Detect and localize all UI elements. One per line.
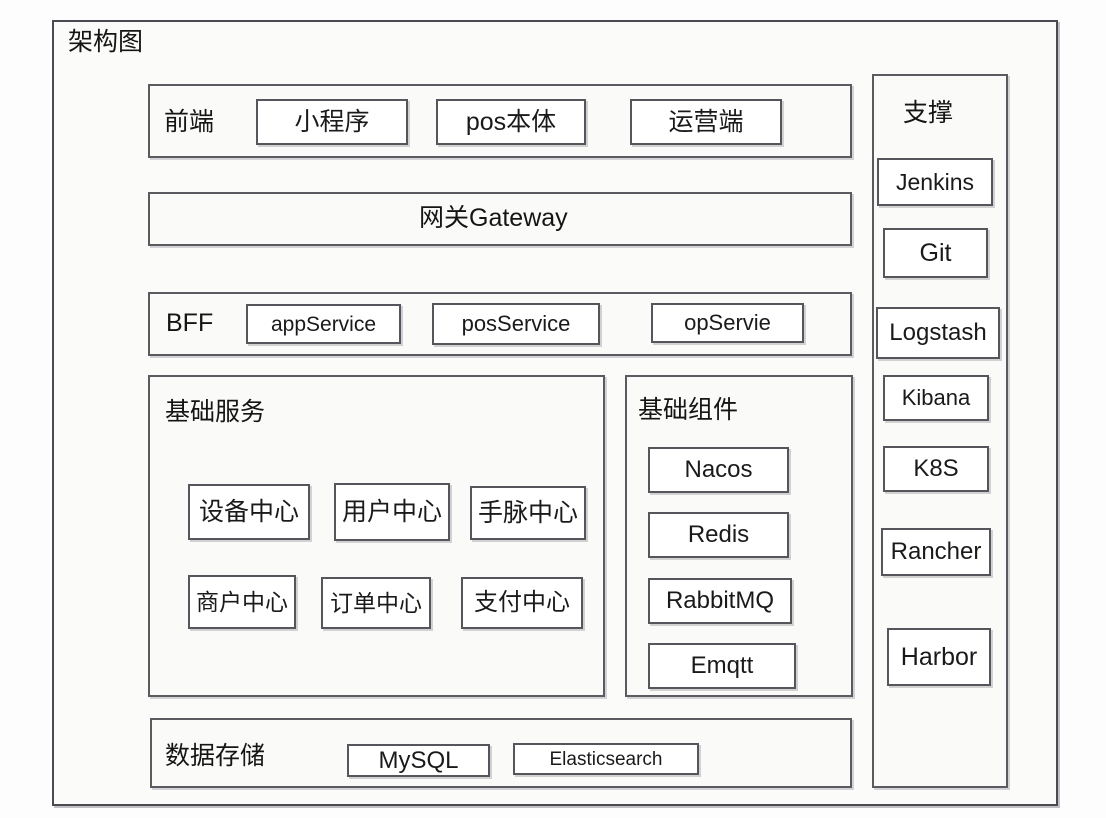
node-device-center[interactable]: 设备中心: [188, 484, 310, 540]
node-miniprogram[interactable]: 小程序: [256, 99, 408, 145]
node-redis[interactable]: Redis: [648, 512, 789, 558]
node-hand-vein-center[interactable]: 手脉中心: [470, 486, 586, 540]
node-kibana[interactable]: Kibana: [883, 375, 989, 421]
node-rancher[interactable]: Rancher: [881, 528, 991, 576]
node-harbor[interactable]: Harbor: [887, 628, 991, 686]
data-storage-panel: [150, 718, 852, 788]
node-opservie[interactable]: opServie: [651, 303, 804, 343]
node-git[interactable]: Git: [883, 228, 988, 278]
node-k8s[interactable]: K8S: [883, 446, 989, 492]
node-emqtt[interactable]: Emqtt: [648, 643, 796, 689]
node-payment-center[interactable]: 支付中心: [461, 577, 583, 629]
node-nacos[interactable]: Nacos: [648, 447, 789, 493]
bff-layer-label: BFF: [166, 309, 214, 337]
node-logstash[interactable]: Logstash: [876, 307, 1000, 359]
node-jenkins[interactable]: Jenkins: [877, 158, 993, 206]
data-storage-label: 数据存储: [165, 742, 266, 770]
node-merchant-center[interactable]: 商户中心: [188, 575, 296, 629]
node-mysql[interactable]: MySQL: [347, 744, 490, 777]
node-order-center[interactable]: 订单中心: [321, 577, 431, 629]
node-operations-terminal[interactable]: 运营端: [630, 99, 782, 145]
frontend-layer-label: 前端: [164, 108, 215, 136]
node-pos-terminal[interactable]: pos本体: [436, 99, 586, 145]
gateway-layer-label: 网关Gateway: [419, 204, 568, 232]
base-components-label: 基础组件: [638, 396, 739, 424]
diagram-title: 架构图: [68, 28, 144, 56]
node-rabbitmq[interactable]: RabbitMQ: [648, 578, 792, 624]
node-elasticsearch[interactable]: Elasticsearch: [513, 743, 699, 775]
node-user-center[interactable]: 用户中心: [334, 483, 450, 541]
node-posservice[interactable]: posService: [432, 303, 600, 345]
gateway-layer-panel[interactable]: [148, 192, 852, 246]
base-services-label: 基础服务: [165, 398, 266, 426]
support-label: 支撑: [903, 99, 954, 127]
node-appservice[interactable]: appService: [246, 304, 401, 344]
